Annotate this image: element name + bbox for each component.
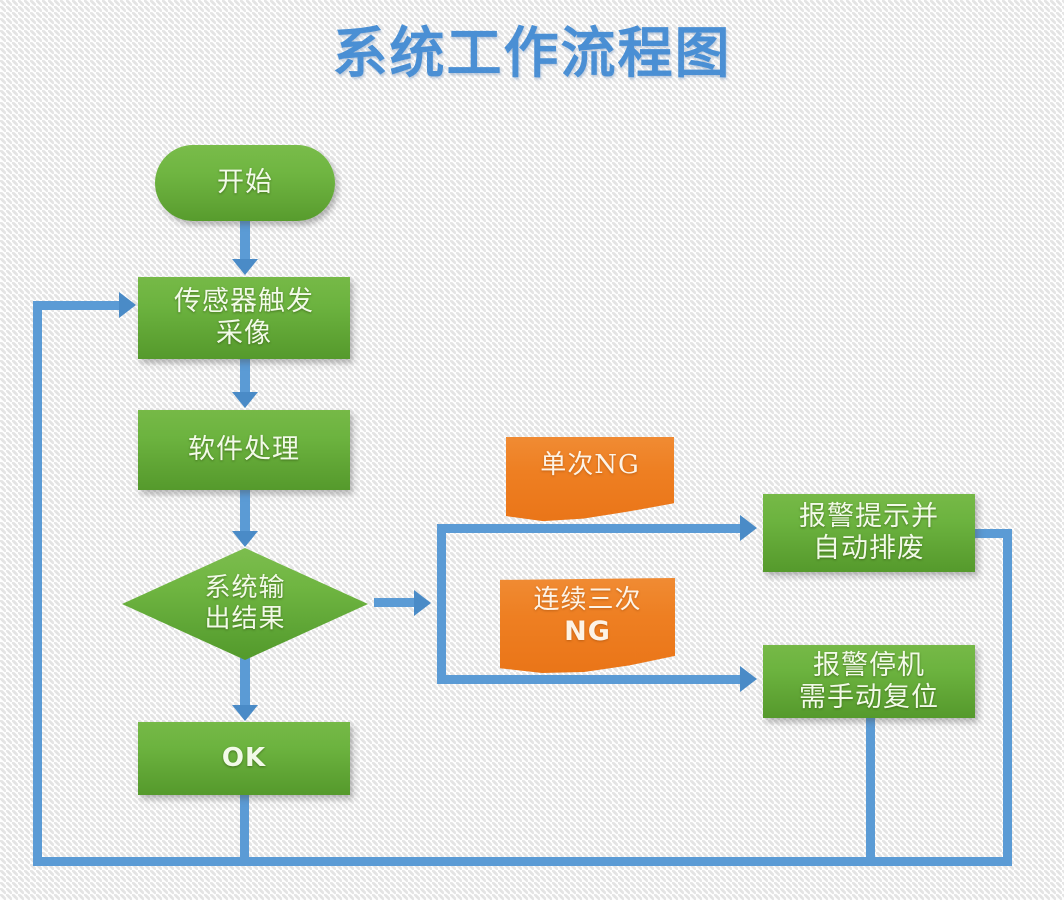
node-decision-system-output[interactable]: 系统输 出结果: [122, 548, 368, 660]
node-decision-label-line2: 出结果: [204, 604, 286, 634]
edge-ok-exit-vertical: [240, 795, 249, 866]
node-alarm-reject-label: 报警提示并 自动排废: [799, 501, 939, 565]
edge-branch-to-alarm-reject-shaft: [437, 524, 743, 533]
node-software-processing[interactable]: 软件处理: [138, 410, 350, 490]
node-decision-label: 系统输 出结果: [204, 573, 285, 635]
node-sensor-trigger-capture[interactable]: 传感器触发 采像: [138, 277, 350, 359]
label-triple-ng-line2: NG: [564, 615, 611, 647]
node-sensor-label-line2: 采像: [216, 318, 272, 349]
edge-decision-to-ok-shaft: [240, 658, 250, 706]
edge-return-to-sensor-arrowhead: [119, 292, 136, 318]
label-triple-ng-line1: 连续三次: [533, 585, 642, 615]
label-triple-ng[interactable]: 连续三次 NG: [500, 578, 675, 673]
edge-alarm-reject-exit-vertical: [1003, 529, 1012, 866]
edge-software-to-decision-shaft: [240, 490, 250, 532]
node-ok-label: OK: [221, 743, 267, 774]
edge-alarm-reject-exit-horizontal: [970, 529, 1012, 538]
edge-start-to-sensor-arrowhead: [232, 259, 258, 275]
edge-decision-branch-shaft: [374, 598, 416, 607]
edge-branch-to-alarm-stop-shaft: [437, 675, 743, 684]
edge-decision-branch-arrowhead: [414, 590, 431, 616]
node-alarm-stop-line2: 需手动复位: [799, 681, 939, 713]
node-alarm-stop-label: 报警停机 需手动复位: [799, 650, 939, 714]
edge-branch-to-alarm-reject-arrowhead: [740, 515, 757, 541]
edge-alarm-stop-exit-vertical: [866, 715, 875, 866]
edge-branch-riser: [437, 524, 446, 684]
node-alarm-reject[interactable]: 报警提示并 自动排废: [763, 494, 975, 572]
edge-sensor-to-software-shaft: [240, 359, 250, 393]
node-alarm-stop-line1: 报警停机: [813, 649, 925, 681]
banner-shape-single-ng: [506, 437, 674, 522]
node-alarm-reject-line2: 自动排废: [813, 533, 925, 564]
edge-branch-to-alarm-stop-arrowhead: [740, 666, 757, 692]
edge-left-return-riser: [33, 301, 42, 861]
node-alarm-stop[interactable]: 报警停机 需手动复位: [763, 645, 975, 718]
node-sensor-label-line1: 传感器触发: [174, 286, 314, 318]
node-ok[interactable]: OK: [138, 722, 350, 795]
label-triple-ng-text: 连续三次 NG: [533, 585, 641, 648]
node-sensor-label: 传感器触发 采像: [174, 286, 314, 350]
node-software-label: 软件处理: [188, 434, 300, 466]
edge-sensor-to-software-arrowhead: [232, 392, 258, 408]
edge-return-to-sensor-shaft: [33, 301, 123, 310]
node-decision-label-line1: 系统输: [204, 572, 286, 603]
edge-decision-to-ok-arrowhead: [232, 705, 258, 721]
node-start-label: 开始: [217, 167, 273, 199]
label-single-ng-text: 单次NG: [540, 450, 640, 480]
node-start[interactable]: 开始: [155, 145, 335, 221]
edge-software-to-decision-arrowhead: [232, 531, 258, 547]
node-alarm-reject-line1: 报警提示并: [799, 501, 939, 533]
edge-bottom-rail: [33, 857, 1012, 866]
page-title: 系统工作流程图: [332, 20, 732, 85]
edge-start-to-sensor-shaft: [240, 219, 250, 261]
banner-shape-triple-ng: [500, 578, 675, 673]
label-single-ng[interactable]: 单次NG: [506, 437, 674, 522]
